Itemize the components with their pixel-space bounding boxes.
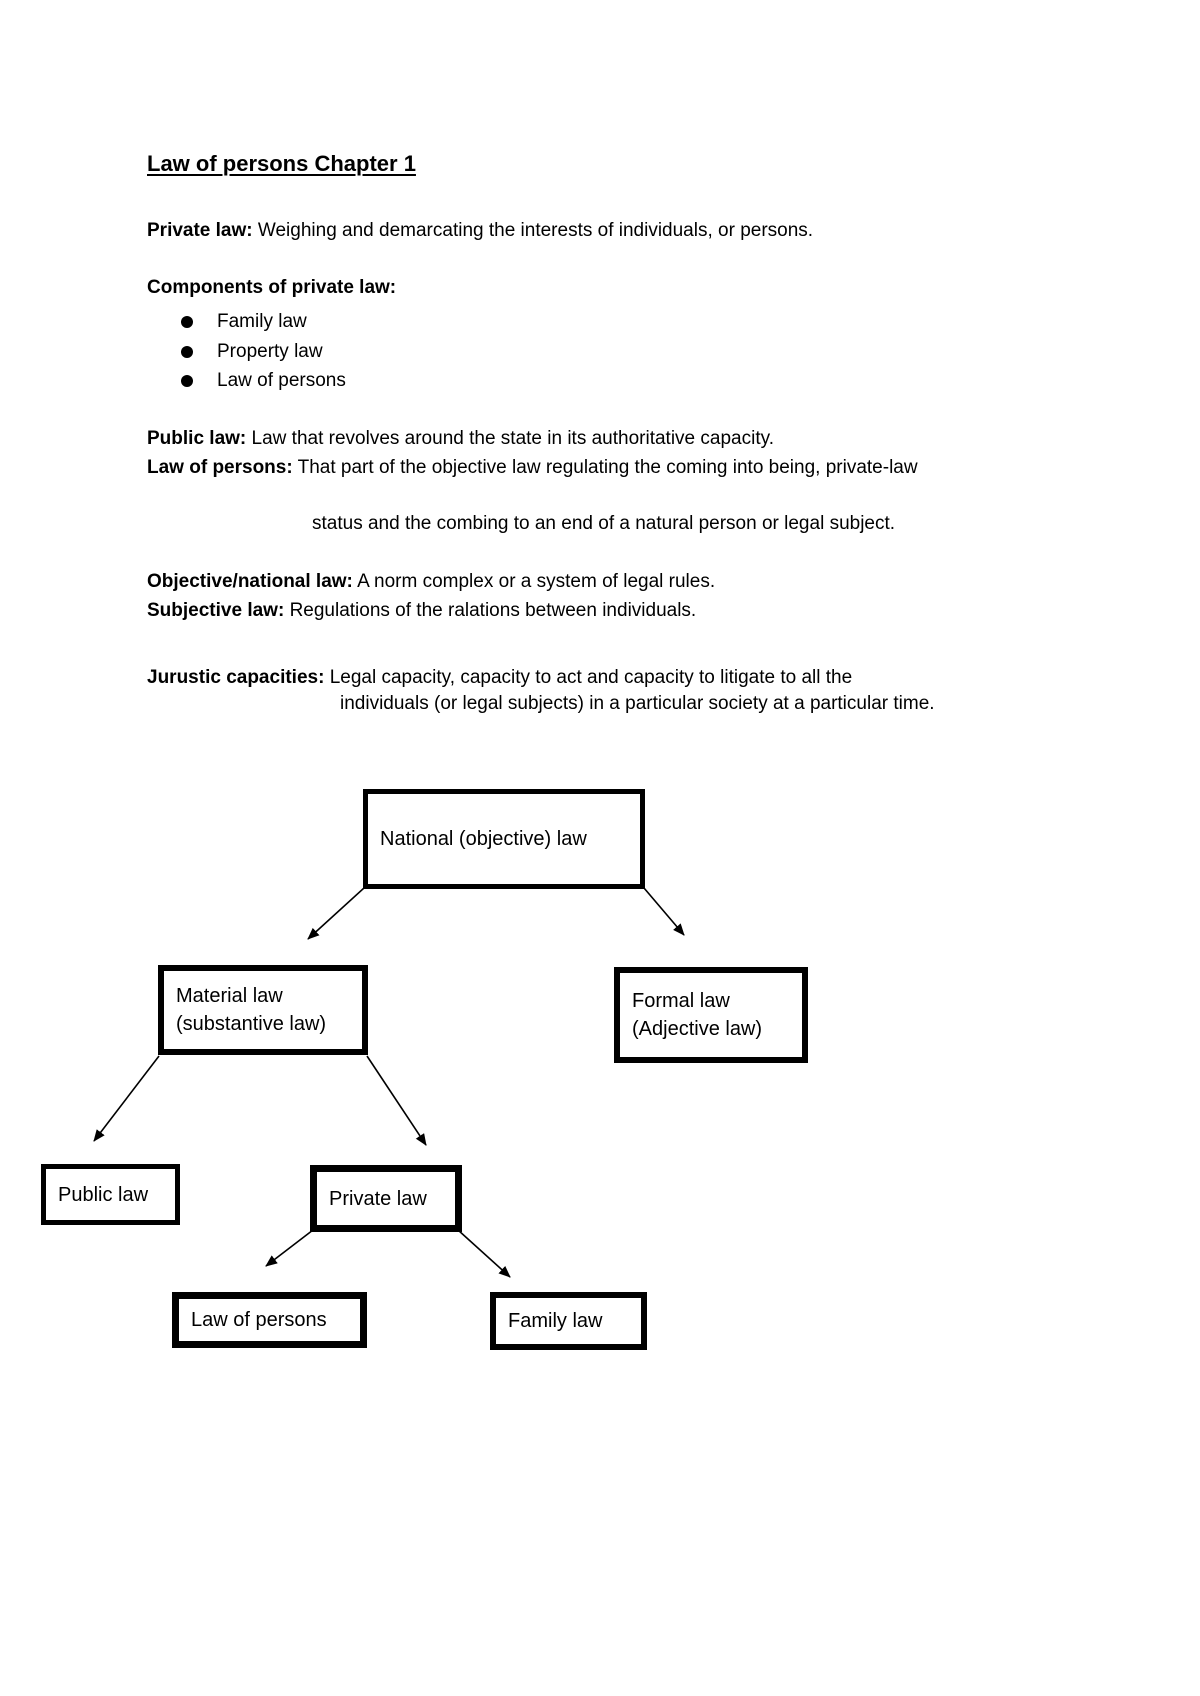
bullet-icon	[181, 346, 193, 358]
node-label-line2: (substantive law)	[176, 1013, 327, 1035]
definition-private-law: Private law: Weighing and demarcating th…	[147, 218, 813, 243]
bullet-icon	[181, 316, 193, 328]
list-item: Property law	[147, 339, 323, 364]
term-objective-law: Objective/national law:	[147, 571, 353, 592]
flowchart-node-family-law: Family law	[490, 1292, 647, 1350]
arrow-private-to-family	[457, 1229, 511, 1278]
arrow-national-to-material	[307, 887, 365, 940]
flowchart-node-law-of-persons: Law of persons	[172, 1292, 367, 1348]
flowchart-node-material-law: Material law (substantive law)	[158, 965, 368, 1055]
term-subjective-law: Subjective law:	[147, 600, 285, 621]
term-public-law: Public law:	[147, 428, 247, 449]
arrow-material-to-public	[93, 1055, 160, 1142]
components-heading: Components of private law:	[147, 275, 396, 300]
term-juristic-capacities: Jurustic capacities:	[147, 667, 325, 688]
node-label-line1: Formal law	[632, 990, 730, 1012]
term-law-of-persons: Law of persons:	[147, 457, 293, 478]
definition-juristic-capacities-continued: individuals (or legal subjects) in a par…	[340, 691, 935, 716]
definition-juristic-capacities: Jurustic capacities: Legal capacity, cap…	[147, 665, 852, 690]
page-title: Law of persons Chapter 1	[147, 151, 416, 176]
flowchart-node-private-law: Private law	[310, 1165, 462, 1232]
arrow-private-to-law-of-persons	[265, 1229, 314, 1267]
components-heading-text: Components of private law:	[147, 277, 397, 298]
term-private-law: Private law:	[147, 220, 253, 241]
definition-subjective-law: Subjective law: Regulations of the ralat…	[147, 598, 696, 623]
list-item: Family law	[147, 309, 307, 334]
definition-text: A norm complex or a system of legal rule…	[357, 571, 716, 592]
definition-law-of-persons-continued: status and the combing to an end of a na…	[312, 511, 895, 536]
flowchart-node-formal-law: Formal law (Adjective law)	[614, 967, 808, 1063]
list-item-label: Family law	[217, 311, 307, 332]
definition-text: Regulations of the ralations between ind…	[289, 600, 697, 621]
list-item-label: Law of persons	[217, 370, 346, 391]
list-item: Law of persons	[147, 368, 346, 393]
node-label-line2: (Adjective law)	[632, 1018, 763, 1040]
node-label: Law of persons	[191, 1309, 327, 1331]
definition-law-of-persons: Law of persons: That part of the objecti…	[147, 455, 918, 480]
definition-text: Law that revolves around the state in it…	[251, 428, 774, 449]
bullet-icon	[181, 375, 193, 387]
arrow-material-to-private	[366, 1055, 427, 1146]
node-label: Public law	[58, 1183, 149, 1206]
definition-text: status and the combing to an end of a na…	[312, 513, 896, 534]
definition-text: Weighing and demarcating the interests o…	[257, 220, 814, 241]
node-label: Private law	[329, 1187, 427, 1210]
definition-objective-law: Objective/national law: A norm complex o…	[147, 569, 715, 594]
node-label: Family law	[508, 1310, 603, 1332]
definition-text: That part of the objective law regulatin…	[297, 457, 918, 478]
definition-text: individuals (or legal subjects) in a par…	[340, 693, 935, 714]
node-label: National (objective) law	[380, 828, 587, 850]
flowchart-node-national-law: National (objective) law	[363, 789, 645, 889]
arrow-national-to-formal	[643, 887, 685, 936]
definition-public-law: Public law: Law that revolves around the…	[147, 426, 774, 451]
node-label-line1: Material law	[176, 985, 283, 1007]
definition-text: Legal capacity, capacity to act and capa…	[329, 667, 853, 688]
list-item-label: Property law	[217, 341, 323, 362]
flowchart-node-public-law: Public law	[41, 1164, 180, 1225]
